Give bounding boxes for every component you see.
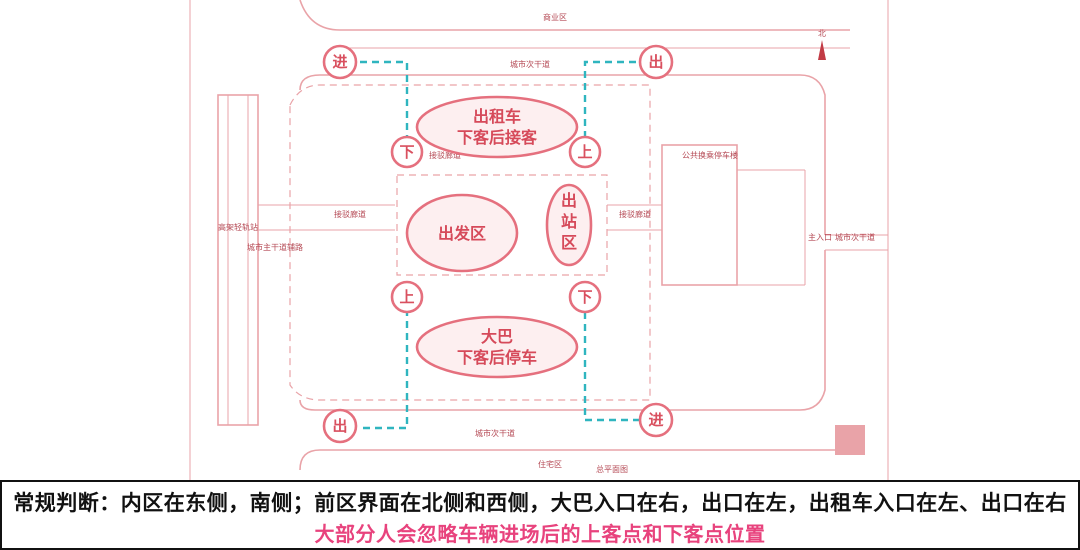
main-road-aux-label: 城市主干道辅路 [247,242,303,252]
arrival-zone-char3: 区 [561,233,577,252]
north-arrow [818,40,826,60]
taxi-entry-route [360,60,409,150]
arrival-zone-char1: 出 [561,191,577,210]
marker-bus-alight: 下 [568,280,602,314]
marker-bus-exit: 出 [322,408,358,444]
svg-text:进: 进 [332,53,347,71]
site-boundary [289,84,651,401]
taxi-lane-label: 接驳廊道 [429,150,461,160]
arrival-zone-char2: 站 [561,212,577,231]
top-road-inner [299,74,826,235]
marker-taxi-board: 上 [568,135,602,169]
terminal-building [396,174,608,276]
caption-line-1: 常规判断：内区在东侧，南侧；前区界面在北侧和西侧，大巴入口在右，出口在左，出租车… [13,491,1067,515]
departure-zone-label: 出发区 [438,224,486,243]
svg-text:出: 出 [648,53,663,71]
bottom-road-edge [299,449,850,471]
elevated-rail-corridor [217,94,259,426]
transfer-garage-label: 公共换乘停车楼 [682,150,738,160]
svg-text:出: 出 [332,417,347,435]
north-label: 北 [818,29,826,38]
residential-zone-label: 住宅区 [538,459,562,469]
taxi-zone: 出租车 下客后接客 [415,95,579,159]
pickup-lane-left-label: 接驳廊道 [334,209,366,219]
taxi-exit-route [583,60,640,150]
main-entrance-label: 主入口 [808,232,832,242]
pickup-lane-right-label: 接驳廊道 [619,209,651,219]
site-plan: 商业区 城市次干道 城市次干道 住宅区 城市次干道 主入口 高架轻轨站 城市主干… [189,0,889,480]
taxi-zone-line1: 出租车 [473,107,521,126]
svg-text:下: 下 [577,288,592,306]
marker-bus-enter: 进 [638,402,674,438]
plan-title: 总平面图 [596,464,628,474]
arrival-zone: 出 站 区 [545,183,593,267]
bottom-road-inner [299,250,826,411]
bus-zone: 大巴 下客后停车 [415,315,579,379]
bus-exit-route [358,297,409,430]
top-road-edge [299,0,850,31]
right-road-label: 城市次干道 [835,232,875,242]
commercial-zone-label: 商业区 [543,12,567,22]
departure-zone: 出发区 [405,193,519,273]
site-plan-drawing: 商业区 城市次干道 城市次干道 住宅区 城市次干道 主入口 高架轻轨站 城市主干… [189,0,889,480]
marker-bus-board: 上 [390,280,424,314]
stamp-block [835,425,865,455]
bottom-road-label: 城市次干道 [475,428,515,438]
svg-text:上: 上 [399,288,414,306]
bus-zone-line1: 大巴 [481,327,513,346]
svg-text:上: 上 [577,143,592,161]
marker-taxi-enter: 进 [322,44,358,80]
svg-text:进: 进 [648,411,663,429]
top-road-label: 城市次干道 [510,59,550,69]
bus-zone-line2: 下客后停车 [457,348,537,367]
marker-taxi-exit: 出 [638,44,674,80]
svg-text:下: 下 [399,143,414,161]
transfer-garage [661,144,738,286]
bus-entry-route [583,297,640,422]
elevated-rail-label: 高架轻轨站 [218,222,258,232]
marker-taxi-alight: 下 [390,135,424,169]
caption-box: 常规判断：内区在东侧，南侧；前区界面在北侧和西侧，大巴入口在右，出口在左，出租车… [0,480,1080,550]
caption-line-2: 大部分人会忽略车辆进场后的上客点和下客点位置 [314,522,766,546]
taxi-zone-line2: 下客后接客 [457,128,538,147]
